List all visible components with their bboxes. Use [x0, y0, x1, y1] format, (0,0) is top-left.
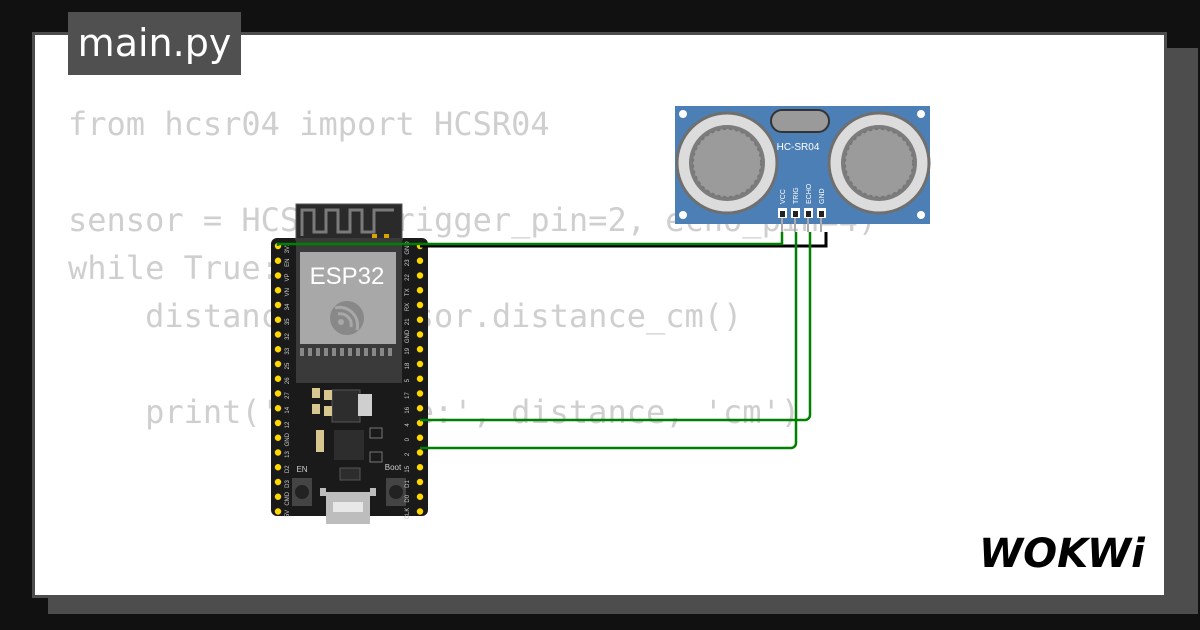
esp32-left-pin[interactable] [274, 360, 282, 368]
wokwi-logo-text: WOKWi [979, 531, 1146, 577]
esp32-right-pin-label: 15 [405, 465, 411, 472]
esp32-right-pin-label: 5 [405, 378, 411, 382]
esp32-left-pin[interactable] [274, 346, 282, 353]
esp32-right-pin[interactable] [416, 301, 424, 309]
wire-trig [420, 232, 798, 450]
esp32-left-pin[interactable] [274, 316, 282, 323]
boot-button-label: Boot [385, 463, 402, 472]
esp32-left-pin-label: D3 [285, 480, 291, 488]
esp32-right-pin-label: 21 [405, 318, 411, 325]
sensor-pin-trig: TRIG [793, 187, 800, 204]
esp32-pin-headers: 3V3ENVPVN343532332526271412GND13D2D3CMD5… [274, 241, 424, 520]
esp32-left-pin[interactable] [274, 272, 282, 279]
esp32-right-pin[interactable] [416, 493, 424, 500]
esp32-left-pin-label: CMD [285, 491, 291, 505]
esp32-right-pin[interactable] [416, 346, 424, 353]
esp32-right-pin-label: 22 [405, 274, 411, 281]
wire-echo [420, 232, 812, 422]
esp32-right-pin[interactable] [416, 257, 424, 264]
esp32-right-pin[interactable] [416, 390, 424, 397]
esp32-right-pin[interactable] [416, 360, 424, 368]
esp32-left-pin[interactable] [274, 464, 282, 471]
esp32-right-pin-label: 2 [405, 452, 411, 456]
esp32-left-pin-label: 34 [285, 303, 291, 310]
esp32-right-pin[interactable] [416, 331, 424, 338]
sensor-pin-gnd: GND [819, 188, 826, 204]
esp32-right-pin-label: D1 [405, 480, 411, 488]
esp32-left-pin-label: 26 [285, 377, 291, 384]
esp32-right-pin-label: CLK [405, 508, 411, 520]
esp32-left-pin-label: VN [285, 288, 291, 296]
code-line-4: while True: [68, 249, 280, 287]
esp32-right-pin[interactable] [416, 405, 424, 412]
esp32-left-pin-label: GND [285, 432, 291, 446]
esp32-right-pin-label: GND [405, 241, 411, 255]
esp32-left-pin[interactable] [274, 331, 282, 338]
esp32-left-pin-label: 25 [285, 362, 291, 369]
esp32-left-pin[interactable] [274, 405, 282, 412]
esp32-left-pin-label: 3V3 [285, 242, 291, 253]
wokwi-logo: WOKWi [979, 531, 1146, 577]
wire-vcc [276, 232, 784, 246]
sensor-pin-echo: ECHO [806, 183, 813, 204]
esp32-left-pin-label: 27 [285, 392, 291, 399]
esp32-left-pin[interactable] [274, 375, 282, 382]
esp32-right-pin[interactable] [416, 478, 424, 486]
esp32-right-pin-label: TX [405, 288, 411, 296]
wire-gnd [420, 232, 828, 248]
esp32-left-pin[interactable] [274, 301, 282, 309]
code-line-1: from hcsr04 import HCSR04 [68, 105, 550, 143]
esp32-left-pin-label: EN [285, 259, 291, 267]
esp32-left-pin[interactable] [274, 287, 282, 294]
sensor-label: HC-SR04 [777, 142, 820, 153]
sensor-pin-vcc: VCC [780, 189, 787, 204]
esp32-left-pin[interactable] [274, 493, 282, 500]
board-label: ESP32 [310, 263, 385, 290]
espressif-logo-icon [330, 301, 364, 335]
esp32-right-pin[interactable] [416, 272, 424, 279]
preview-card [32, 32, 1167, 598]
esp32-left-pin[interactable] [274, 449, 282, 456]
esp32-right-pin-label: 4 [405, 423, 411, 427]
esp32-left-pin-label: 32 [285, 333, 291, 340]
esp32-left-pin[interactable] [274, 257, 282, 264]
esp32-left-pin-label: 14 [285, 406, 291, 413]
esp32-left-pin-label: VP [285, 273, 291, 281]
esp32-right-pin-label: 0 [405, 437, 411, 441]
esp32-right-pin[interactable] [416, 464, 424, 471]
wires [276, 232, 828, 450]
esp32-left-pin-label: D2 [285, 465, 291, 473]
esp32-right-pin[interactable] [416, 434, 424, 441]
esp32-right-pin-label: GND [405, 329, 411, 343]
esp32-right-pin[interactable] [416, 287, 424, 294]
esp32-left-pin-label: 13 [285, 451, 291, 458]
esp32-left-pin[interactable] [274, 390, 282, 397]
esp32-board[interactable]: ESP32 EN Boo [271, 203, 428, 524]
esp32-left-pin[interactable] [274, 419, 282, 427]
esp32-right-pin-label: RX [405, 303, 411, 311]
esp32-right-pin-label: 23 [405, 259, 411, 266]
file-tab[interactable]: main.py [68, 12, 241, 75]
esp32-left-pin-label: 33 [285, 347, 291, 354]
esp32-right-pin[interactable] [416, 375, 424, 382]
esp32-left-pin[interactable] [274, 508, 282, 515]
esp32-right-pin-label: D0 [405, 494, 411, 502]
esp32-right-pin-label: 19 [405, 347, 411, 354]
esp32-left-pin[interactable] [274, 434, 282, 441]
esp32-left-pin-label: 35 [285, 318, 291, 325]
esp32-right-pin-label: 18 [405, 362, 411, 369]
esp32-right-pin[interactable] [416, 449, 424, 456]
esp32-left-pin-label: 12 [285, 421, 291, 428]
esp32-right-pin[interactable] [416, 316, 424, 323]
esp32-left-pin[interactable] [274, 478, 282, 486]
esp32-left-pin-label: 5V [285, 510, 291, 517]
esp32-right-pin-label: 16 [405, 406, 411, 413]
hc-sr04-sensor[interactable]: HC-SR04 VCC TRIG ECHO GND [675, 106, 931, 232]
esp32-right-pin[interactable] [416, 508, 424, 515]
esp32-right-pin-label: 17 [405, 392, 411, 399]
en-button-label: EN [296, 465, 307, 474]
esp32-right-pin[interactable] [416, 419, 424, 427]
